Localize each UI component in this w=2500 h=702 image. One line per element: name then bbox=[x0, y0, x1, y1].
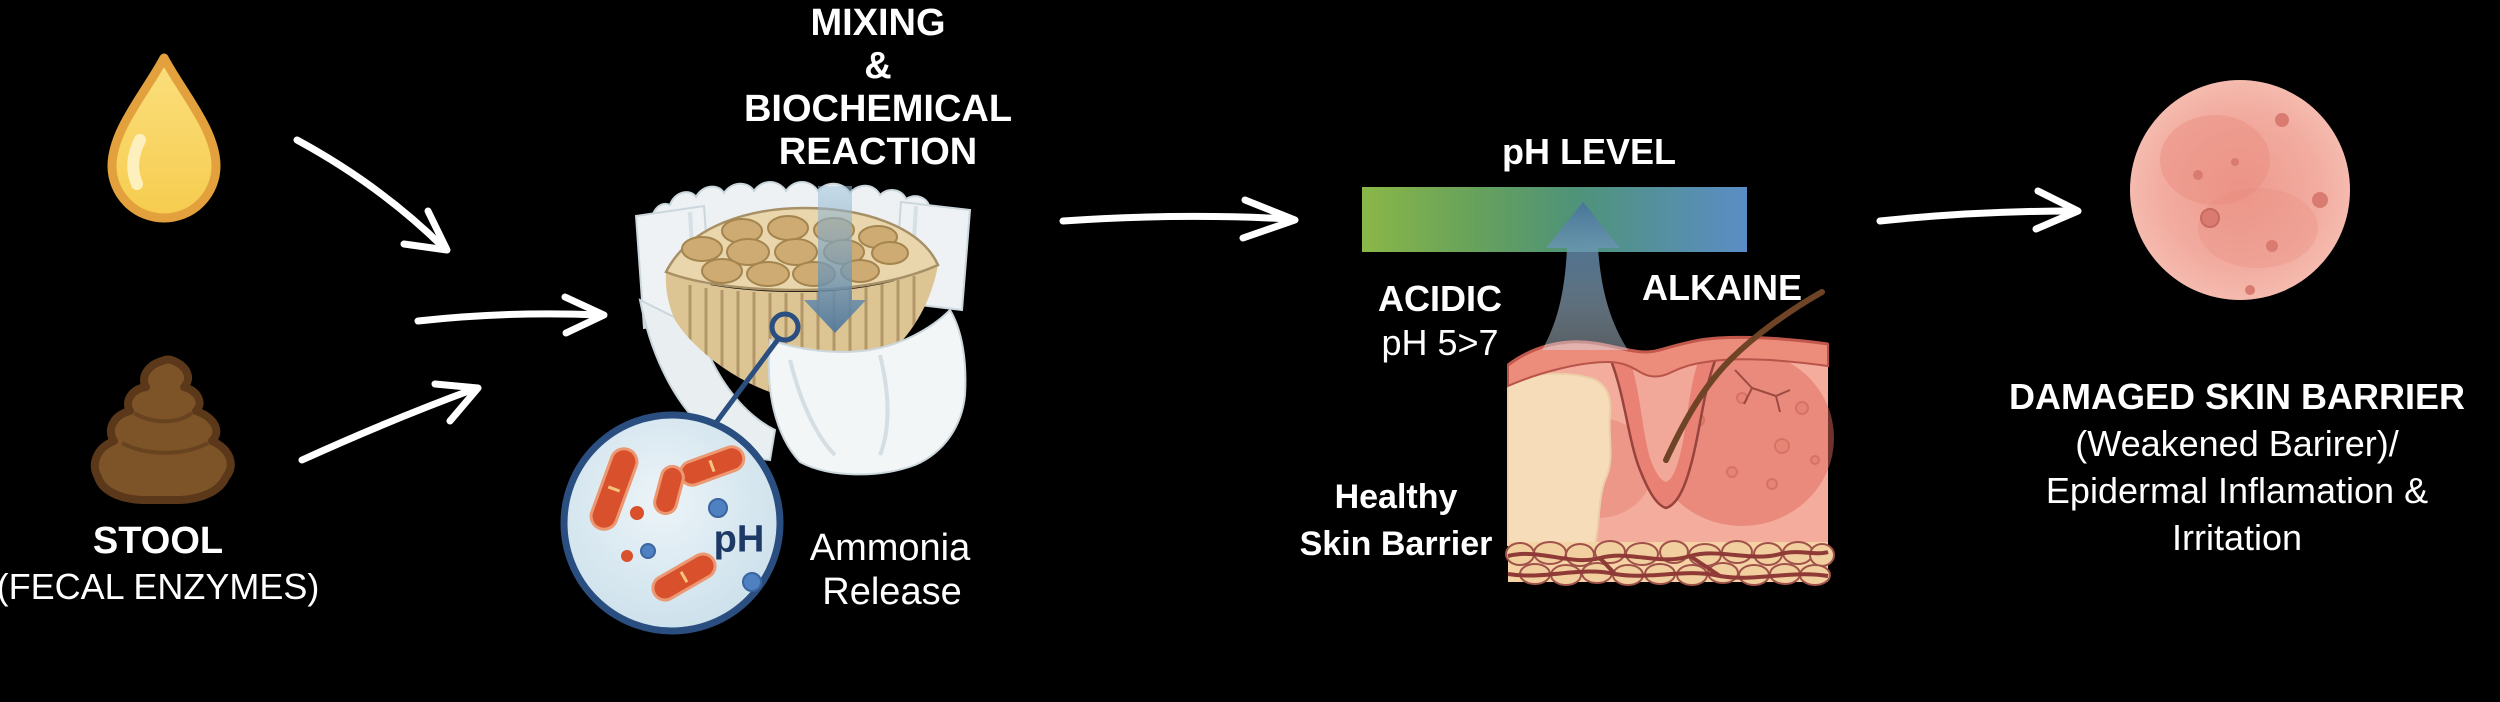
ammonia-label-line2: Release bbox=[822, 571, 962, 613]
arrow-urine-to-diaper bbox=[293, 136, 451, 254]
arrow-stool-to-diaper bbox=[298, 380, 482, 464]
stool-sublabel: (FECAL ENZYMES) bbox=[0, 566, 320, 607]
damaged-label-line4: Irritation bbox=[2171, 517, 2303, 558]
mixing-title-line3: BIOCHEMICAL bbox=[743, 88, 1013, 130]
healthy-label-line1: Healthy bbox=[1334, 478, 1458, 516]
damaged-label-line3: Epidermal Inflamation & bbox=[2045, 470, 2429, 511]
acidic-sublabel: pH 5>7 bbox=[1381, 322, 1499, 363]
skin-barrier-illustration bbox=[1505, 335, 1835, 586]
bacteria-icons bbox=[589, 445, 762, 602]
damaged-skin-icon bbox=[2130, 80, 2350, 300]
arrow-ph-to-damaged bbox=[1876, 187, 2082, 233]
magnifier-icon bbox=[560, 311, 801, 635]
healthy-label-line2: Skin Barrier bbox=[1299, 525, 1493, 563]
ammonia-label-line1: Ammonia bbox=[809, 527, 971, 569]
stool-label: STOOL bbox=[92, 520, 224, 562]
arrow-middle-to-diaper bbox=[414, 293, 608, 337]
alkaline-label: ALKAINE bbox=[1642, 267, 1802, 308]
ammonia-down-arrow-icon bbox=[804, 186, 866, 333]
mixing-title-line1: MIXING bbox=[810, 2, 946, 44]
stool-icon bbox=[90, 355, 235, 504]
ph-level-title: pH LEVEL bbox=[1501, 131, 1677, 172]
acidic-label: ACIDIC bbox=[1378, 278, 1502, 319]
damaged-label-line2: (Weakened Barirer)/ bbox=[2075, 423, 2399, 464]
mixing-title-line2: & bbox=[864, 45, 892, 87]
urine-drop-icon bbox=[107, 53, 221, 223]
magnifier-ph-label: pH bbox=[713, 518, 765, 561]
arrow-diaper-to-ph bbox=[1059, 196, 1299, 242]
mixing-title-line4: REACTION bbox=[778, 131, 978, 173]
ph-up-arrow-icon bbox=[1542, 202, 1628, 350]
damaged-label-line1: DAMAGED SKIN BARRIER bbox=[2008, 376, 2466, 417]
hair-icon bbox=[1663, 289, 1825, 463]
